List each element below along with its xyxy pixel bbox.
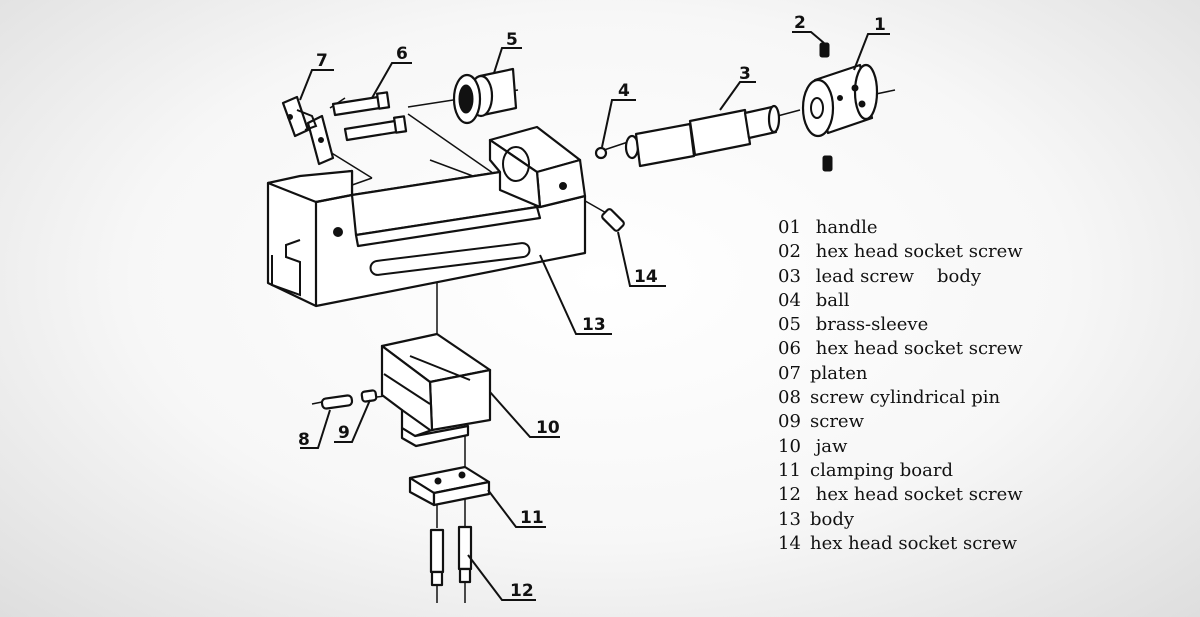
legend-num: 09	[778, 411, 801, 433]
parts-legend: 01 handle 02 hex head socket screw 03 le…	[778, 216, 1023, 556]
jaw	[380, 332, 492, 448]
callout-7: 7	[316, 51, 328, 71]
callout-5: 5	[506, 30, 518, 50]
hex-head-socket-screws-6	[331, 91, 408, 142]
legend-label: handle	[810, 217, 878, 238]
callout-10: 10	[536, 418, 560, 438]
legend-label: screw cylindrical pin	[810, 387, 1001, 409]
legend-num: 07	[778, 362, 801, 384]
legend-label: screw	[810, 411, 864, 433]
callout-11: 11	[520, 508, 544, 528]
legend-num: 05	[778, 314, 801, 336]
legend-item: 07 platen	[778, 362, 1023, 386]
handle	[801, 63, 879, 138]
legend-item: 13 body	[778, 508, 1023, 532]
legend-label: brass-sleeve	[810, 314, 929, 336]
vise-body	[266, 125, 587, 308]
legend-item: 08 screw cylindrical pin	[778, 386, 1023, 410]
legend-label: lead screw body	[810, 265, 982, 287]
legend-item: 05 brass-sleeve	[778, 313, 1023, 337]
legend-item: 09 screw	[778, 410, 1023, 434]
callout-numbers: 1 2 3 4 5 6 7 8 9 10 11 12 13 14	[298, 13, 886, 601]
ball	[594, 146, 608, 160]
legend-num: 14	[778, 532, 801, 554]
callout-leaders	[299, 31, 890, 601]
legend-num: 03	[778, 265, 801, 287]
legend-label: jaw	[810, 435, 848, 457]
callout-1: 1	[874, 15, 886, 35]
legend-label: hex head socket screw	[810, 338, 1023, 360]
callout-4: 4	[618, 81, 630, 101]
callout-2: 2	[794, 13, 806, 33]
callout-13: 13	[582, 315, 606, 335]
legend-num: 01	[778, 217, 801, 238]
legend-num: 10	[778, 435, 801, 457]
legend-label: ball	[810, 289, 850, 311]
clamping-board	[408, 465, 491, 507]
legend-label: hex head socket screw	[810, 484, 1023, 506]
legend-item: 03 lead screw body	[778, 265, 1023, 289]
hex-head-socket-screw-14	[601, 208, 625, 232]
screw-cylindrical-pin	[320, 394, 354, 410]
legend-item: 11 clamping board	[778, 459, 1023, 483]
legend-num: 13	[778, 508, 801, 530]
legend-item: 01 handle	[778, 216, 1023, 240]
brass-sleeve	[452, 67, 518, 125]
callout-12: 12	[510, 581, 534, 601]
legend-item: 12 hex head socket screw	[778, 483, 1023, 507]
callout-14: 14	[634, 267, 658, 287]
legend-label: body	[810, 508, 855, 530]
legend-item: 02 hex head socket screw	[778, 240, 1023, 264]
legend-num: 06	[778, 338, 801, 360]
legend-label: hex head socket screw	[810, 241, 1023, 263]
platen	[281, 95, 335, 166]
legend-label: hex head socket screw	[810, 532, 1017, 554]
legend-num: 04	[778, 289, 801, 311]
legend-item: 10 jaw	[778, 435, 1023, 459]
callout-6: 6	[396, 44, 408, 64]
legend-num: 11	[778, 459, 801, 481]
lead-screw	[624, 104, 781, 168]
legend-item: 14 hex head socket screw	[778, 532, 1023, 556]
legend-num: 02	[778, 241, 801, 263]
legend-num: 12	[778, 484, 801, 506]
callout-8: 8	[298, 430, 310, 450]
legend-num: 08	[778, 387, 801, 409]
callout-9: 9	[338, 423, 350, 443]
legend-label: clamping board	[810, 459, 953, 481]
hex-head-socket-screws-12	[429, 525, 473, 587]
legend-label: platen	[810, 362, 868, 384]
legend-item: 04 ball	[778, 289, 1023, 313]
legend-item: 06 hex head socket screw	[778, 337, 1023, 361]
hex-head-socket-screws-2	[819, 42, 833, 172]
callout-3: 3	[739, 64, 751, 84]
